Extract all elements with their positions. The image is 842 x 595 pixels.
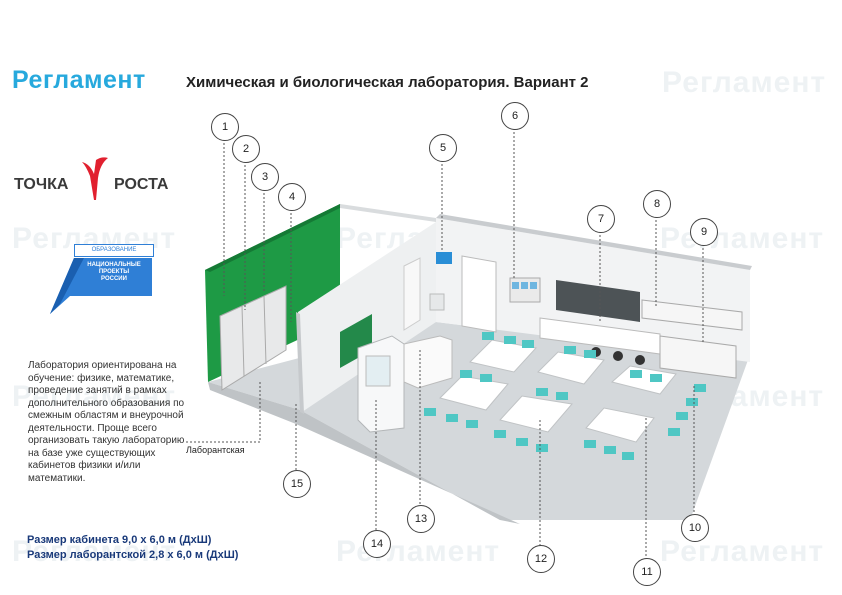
- watermark: Регламент: [12, 380, 177, 413]
- tochka-rosta-logo: ТОЧКА РОСТА: [14, 156, 194, 206]
- callout-4: 4: [278, 183, 306, 211]
- np-line: РОССИИ: [101, 276, 127, 282]
- callout-13: 13: [407, 505, 435, 533]
- np-top-label: ОБРАЗОВАНИЕ: [74, 244, 154, 257]
- watermark: Регламент: [12, 535, 177, 568]
- callout-14: 14: [363, 530, 391, 558]
- callout-10: 10: [681, 514, 709, 542]
- watermark: Регламент: [660, 222, 825, 255]
- callout-5: 5: [429, 134, 457, 162]
- description-text: Лаборатория ориентирована на обучение: ф…: [28, 360, 185, 484]
- brand-logo: Регламент: [12, 66, 146, 94]
- callout-9: 9: [690, 218, 718, 246]
- watermark: Регламент: [660, 535, 825, 568]
- lab-room-label: Лаборантская: [186, 445, 245, 455]
- lab-size: Размер лаборантской 2,8 х 6,0 м (ДхШ): [27, 549, 239, 561]
- callout-6: 6: [501, 102, 529, 130]
- callout-3: 3: [251, 163, 279, 191]
- logo-text-right: РОСТА: [114, 176, 169, 193]
- page-title: Химическая и биологическая лаборатория. …: [186, 74, 589, 91]
- logo-text-left: ТОЧКА: [14, 176, 69, 193]
- national-projects-logo: ОБРАЗОВАНИЕ НАЦИОНАЛЬНЫЕ ПРОЕКТЫ РОССИИ: [50, 244, 154, 314]
- np-line: ПРОЕКТЫ: [98, 269, 130, 275]
- callout-1: 1: [211, 113, 239, 141]
- watermark: Регламент: [662, 66, 827, 99]
- sprout-icon: [82, 157, 108, 200]
- callout-7: 7: [587, 205, 615, 233]
- callout-8: 8: [643, 190, 671, 218]
- callout-2: 2: [232, 135, 260, 163]
- callout-12: 12: [527, 545, 555, 573]
- callout-15: 15: [283, 470, 311, 498]
- callout-11: 11: [633, 558, 661, 586]
- np-line: НАЦИОНАЛЬНЫЕ: [87, 262, 141, 268]
- np-emblem: [50, 258, 152, 314]
- cabinet-size: Размер кабинета 9,0 х 6,0 м (ДхШ): [27, 534, 212, 546]
